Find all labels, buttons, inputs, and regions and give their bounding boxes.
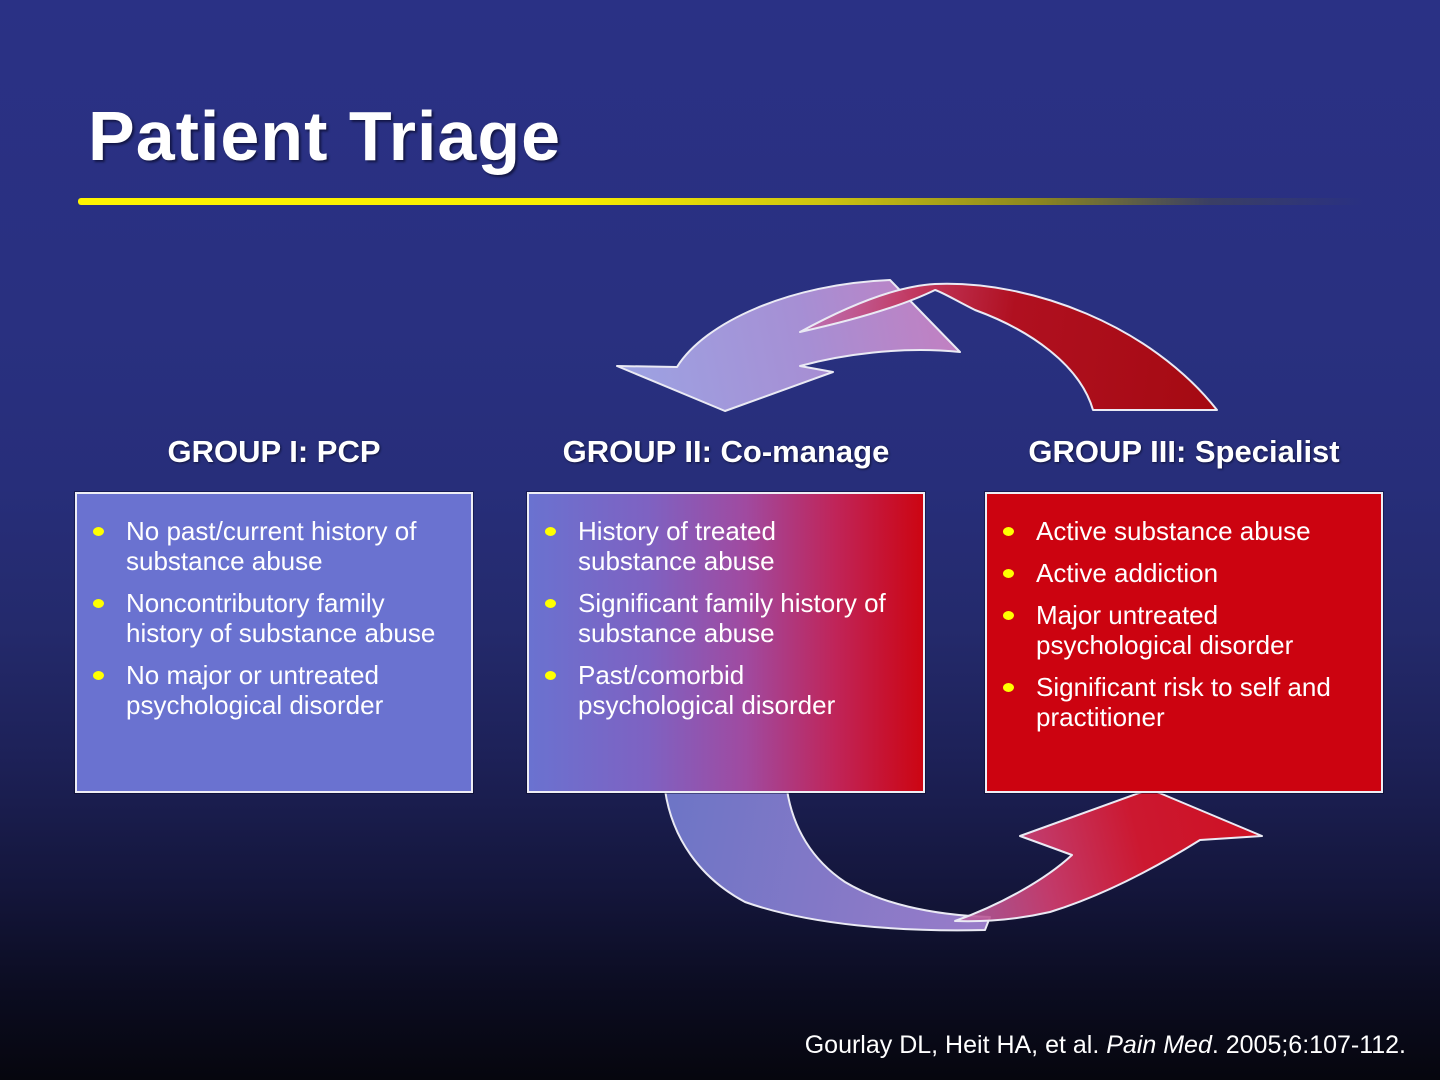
bullet-dot-icon — [545, 527, 556, 536]
bullet-text: No major or untreated psychological diso… — [126, 660, 384, 720]
list-item: Significant family history of substance … — [543, 588, 899, 648]
bullet-text: Past/comorbid psychological disorder — [578, 660, 836, 720]
citation-volume: . 2005;6:107-112. — [1211, 1031, 1406, 1059]
bullet-dot-icon — [1003, 683, 1014, 692]
bullet-text: History of treated substance abuse — [578, 516, 776, 576]
citation-journal: Pain Med — [1106, 1031, 1212, 1059]
group-1-heading: GROUP I: PCP — [167, 434, 381, 469]
list-item: History of treated substance abuse — [543, 516, 899, 576]
group-2-heading: GROUP II: Co-manage — [562, 434, 890, 469]
cycle-arrow-bottom-red-band — [954, 788, 1263, 923]
bullet-text: Active substance abuse — [1036, 516, 1311, 546]
list-item: Major untreated psychological disorder — [1001, 600, 1357, 660]
bullet-dot-icon — [545, 599, 556, 608]
group-3-box: Active substance abuse Active addiction … — [985, 492, 1383, 793]
list-item: No past/current history of substance abu… — [91, 516, 447, 576]
list-item: Past/comorbid psychological disorder — [543, 660, 899, 720]
group-3-heading: GROUP III: Specialist — [1028, 434, 1340, 469]
list-item: Noncontributory family history of substa… — [91, 588, 447, 648]
list-item: No major or untreated psychological diso… — [91, 660, 447, 720]
group-2-box: History of treated substance abuse Signi… — [527, 492, 925, 793]
bullet-dot-icon — [545, 671, 556, 680]
bullet-dot-icon — [1003, 527, 1014, 536]
citation-authors: Gourlay DL, Heit HA, et al. — [804, 1031, 1107, 1059]
list-item: Active addiction — [1001, 558, 1357, 588]
group-1-bullet-list: No past/current history of substance abu… — [77, 494, 471, 720]
bullet-text: Significant family history of substance … — [578, 588, 886, 648]
bullet-dot-icon — [93, 527, 104, 536]
group-1-box: No past/current history of substance abu… — [75, 492, 473, 793]
bullet-dot-icon — [1003, 569, 1014, 578]
bullet-dot-icon — [1003, 611, 1014, 620]
list-item: Significant risk to self and practitione… — [1001, 672, 1357, 732]
citation: Gourlay DL, Heit HA, et al. Pain Med. 20… — [805, 1031, 1406, 1060]
bullet-dot-icon — [93, 599, 104, 608]
bullet-text: Noncontributory family history of substa… — [126, 588, 436, 648]
group-3-bullet-list: Active substance abuse Active addiction … — [987, 494, 1381, 732]
bullet-text: Major untreated psychological disorder — [1036, 600, 1294, 660]
list-item: Active substance abuse — [1001, 516, 1357, 546]
page-title: Patient Triage — [88, 97, 562, 175]
cycle-arrow-top-red-band — [799, 282, 1218, 411]
bullet-text: Active addiction — [1036, 558, 1219, 588]
cycle-arrow-bottom-blue-band — [664, 789, 991, 932]
title-underline — [78, 198, 1363, 205]
group-2-bullet-list: History of treated substance abuse Signi… — [529, 494, 923, 720]
bullet-dot-icon — [93, 671, 104, 680]
cycle-arrow-top-icon — [616, 279, 1218, 412]
cycle-arrow-bottom-icon — [664, 788, 1263, 932]
bullet-text: No past/current history of substance abu… — [126, 516, 417, 576]
bullet-text: Significant risk to self and practitione… — [1036, 672, 1331, 732]
